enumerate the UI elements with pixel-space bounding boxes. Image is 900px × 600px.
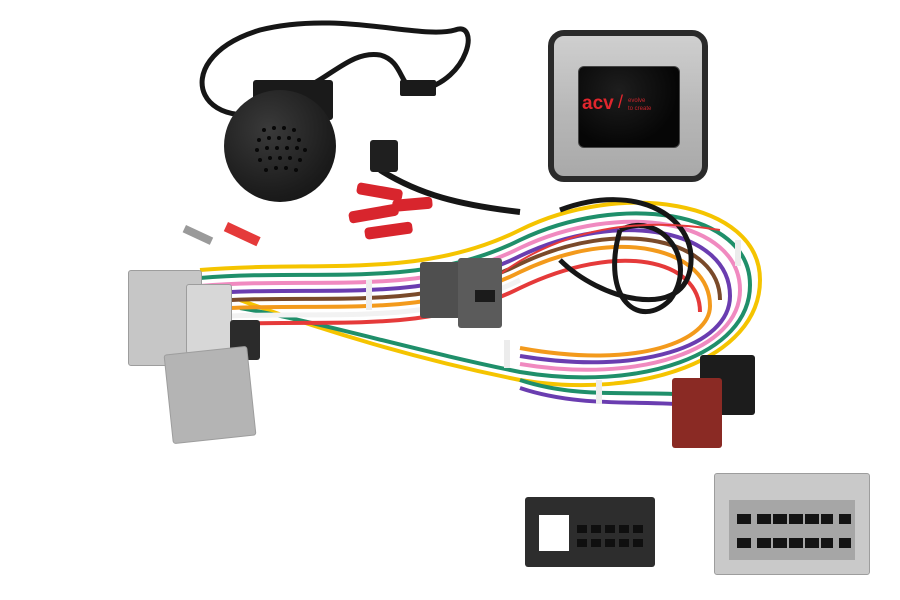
speaker (224, 90, 336, 202)
tagline-line2: to create (628, 106, 652, 112)
tagline-line1: evolve (628, 98, 646, 104)
brand-logo: acv (582, 93, 614, 114)
logo-slash: / (618, 92, 624, 112)
vehicle-connector-large-latch (186, 284, 232, 354)
vehicle-connector-small (163, 345, 257, 445)
connector-face-black (525, 497, 655, 567)
speaker-grille-icon (255, 126, 307, 172)
module-display-panel (578, 66, 680, 148)
connector-face-grey (714, 473, 870, 575)
